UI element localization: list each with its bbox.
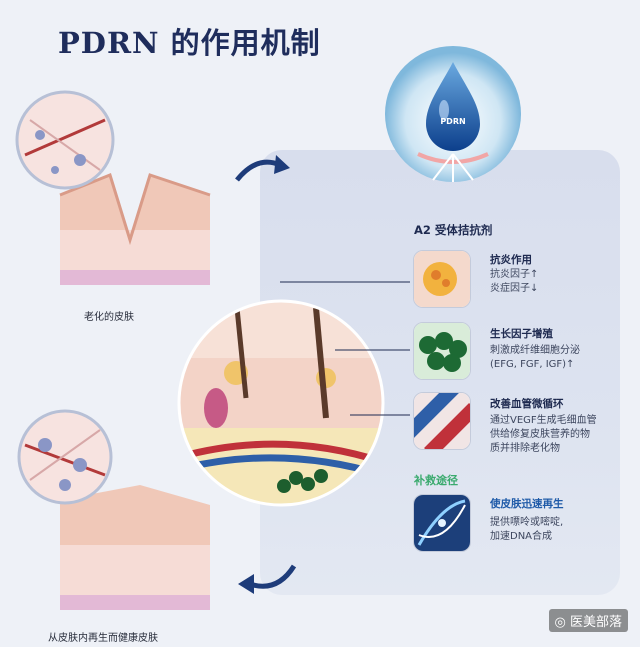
healthy-skin-caption: 从皮肤内再生而健康皮肤: [48, 633, 158, 644]
healthy-skin-block: [60, 485, 210, 610]
item-anti-inflammatory-title: 抗炎作用: [490, 254, 532, 266]
item-microcirculation-desc: 通过VEGF生成毛细血管 供给修复皮肤营养的物 质并排除老化物: [490, 415, 597, 454]
connector-lines: [270, 270, 420, 430]
healthy-skin-illustration: [10, 405, 240, 625]
aged-zoom-circle: [15, 90, 115, 190]
arrow-left-icon: [232, 558, 302, 598]
arrow-right-icon: [232, 150, 292, 190]
salvage-heading: 补救途径: [414, 474, 458, 487]
item-anti-inflammatory-desc: 抗炎因子↑ 炎症因子↓: [490, 269, 539, 294]
drop-label: PDRN: [440, 117, 466, 126]
aged-skin-illustration: [10, 80, 240, 300]
aged-skin-caption: 老化的皮肤: [84, 312, 134, 323]
salvage-item-title: 使皮肤迅速再生: [490, 498, 564, 510]
item-growth-factor-desc: 刺激成纤维细胞分泌 (EFG, FGF, IGF)↑: [490, 345, 580, 370]
salvage-item-desc: 提供嘌呤或嘧啶, 加速DNA合成: [490, 517, 564, 542]
item-growth-factor-title: 生长因子增殖: [490, 328, 553, 340]
growth-factor-thumb: [413, 322, 471, 380]
aged-skin-block: [59, 173, 211, 285]
receptor-heading: A2 受体拮抗剂: [414, 223, 493, 237]
healthy-zoom-circle: [17, 409, 113, 505]
watermark: ◎ 医美部落: [548, 609, 628, 632]
skin-cross-section-circle: [176, 298, 386, 508]
anti-inflammatory-thumb: [413, 250, 471, 308]
dna-thumb: [413, 494, 471, 552]
page-title: PDRN 的作用机制: [58, 26, 321, 60]
blood-vessel-thumb: [413, 392, 471, 450]
wechat-icon: ◎: [554, 615, 570, 630]
item-microcirculation-title: 改善血管微循环: [490, 398, 564, 410]
pdrn-drop-graphic: [378, 42, 528, 192]
